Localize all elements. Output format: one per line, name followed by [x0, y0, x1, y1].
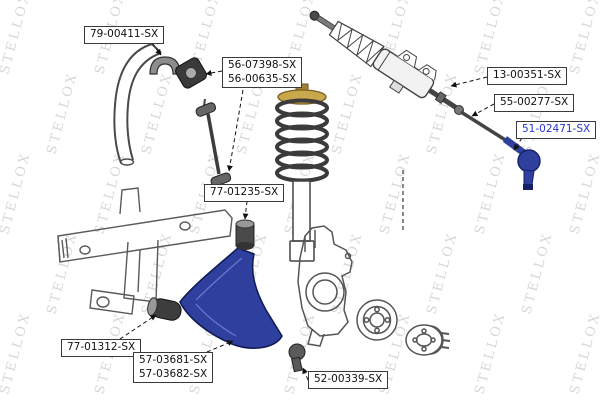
- part-number-text: 77-01235-SX: [210, 186, 279, 198]
- part-label-79-00411-sx[interactable]: 79-00411-SX: [84, 26, 165, 44]
- part-number-text: 13-00351-SX: [493, 69, 562, 81]
- part-label-51-02471-sx[interactable]: 51-02471-SX: [516, 121, 597, 139]
- part-label-77-01312-sx[interactable]: 77-01312-SX: [61, 339, 142, 357]
- part-label-57-03681-sx[interactable]: 57-03681-SX 57-03682-SX: [133, 352, 214, 384]
- svg-text:STELLOX: STELLOX: [139, 70, 175, 156]
- svg-text:STELLOX: STELLOX: [44, 70, 80, 156]
- part-number-text: 57-03682-SX: [139, 367, 208, 380]
- svg-text:STELLOX: STELLOX: [567, 0, 600, 76]
- leader-lines: [119, 42, 523, 381]
- svg-text:STELLOX: STELLOX: [567, 310, 600, 396]
- stabilizer-clamp-drawing: [149, 56, 181, 75]
- wheel-bearing-drawing: [356, 299, 398, 341]
- part-number-text: 51-02471-SX: [522, 123, 591, 135]
- part-label-55-00277-sx[interactable]: 55-00277-SX: [494, 94, 575, 112]
- svg-text:STELLOX: STELLOX: [329, 70, 365, 156]
- control-arm-drawing[interactable]: [179, 247, 283, 349]
- stabilizer-bushing-drawing: [175, 57, 207, 89]
- part-number-text: 77-01312-SX: [67, 341, 136, 353]
- part-number-text: 52-00339-SX: [314, 373, 383, 385]
- part-number-text: 56-00635-SX: [228, 72, 297, 85]
- inner-tie-rod-drawing: [454, 105, 508, 143]
- svg-text:STELLOX: STELLOX: [92, 150, 128, 236]
- control-arm-rear-bushing-drawing: [235, 219, 255, 250]
- ball-joint-drawing: [288, 343, 306, 373]
- steering-rack-drawing: [309, 10, 458, 110]
- tie-rod-end-drawing[interactable]: [502, 136, 541, 190]
- svg-text:STELLOX: STELLOX: [0, 0, 34, 76]
- svg-text:STELLOX: STELLOX: [377, 150, 413, 236]
- svg-text:STELLOX: STELLOX: [472, 0, 508, 76]
- part-label-77-01235-sx[interactable]: 77-01235-SX: [204, 184, 285, 202]
- svg-text:STELLOX: STELLOX: [0, 310, 34, 396]
- part-label-52-00339-sx[interactable]: 52-00339-SX: [308, 371, 389, 389]
- coil-spring-strut-drawing: [275, 83, 329, 262]
- part-number-text: 55-00277-SX: [500, 96, 569, 108]
- part-number-text: 56-07398-SX: [228, 59, 297, 71]
- svg-text:STELLOX: STELLOX: [424, 230, 460, 316]
- subframe-drawing: [57, 187, 233, 315]
- part-label-56-07398-sx[interactable]: 56-07398-SX 56-00635-SX: [222, 57, 303, 89]
- part-number-text: 57-03681-SX: [139, 354, 208, 366]
- part-number-text: 79-00411-SX: [90, 28, 159, 40]
- svg-text:STELLOX: STELLOX: [472, 150, 508, 236]
- steering-knuckle-drawing: [297, 225, 353, 347]
- control-arm-front-bushing-drawing: [147, 297, 182, 321]
- svg-text:STELLOX: STELLOX: [0, 150, 34, 236]
- part-label-13-00351-sx[interactable]: 13-00351-SX: [487, 67, 568, 85]
- svg-text:STELLOX: STELLOX: [519, 230, 555, 316]
- wheel-hub-drawing: [405, 324, 451, 356]
- svg-text:STELLOX: STELLOX: [567, 150, 600, 236]
- stabilizer-link-drawing: [195, 98, 232, 194]
- svg-text:STELLOX: STELLOX: [472, 310, 508, 396]
